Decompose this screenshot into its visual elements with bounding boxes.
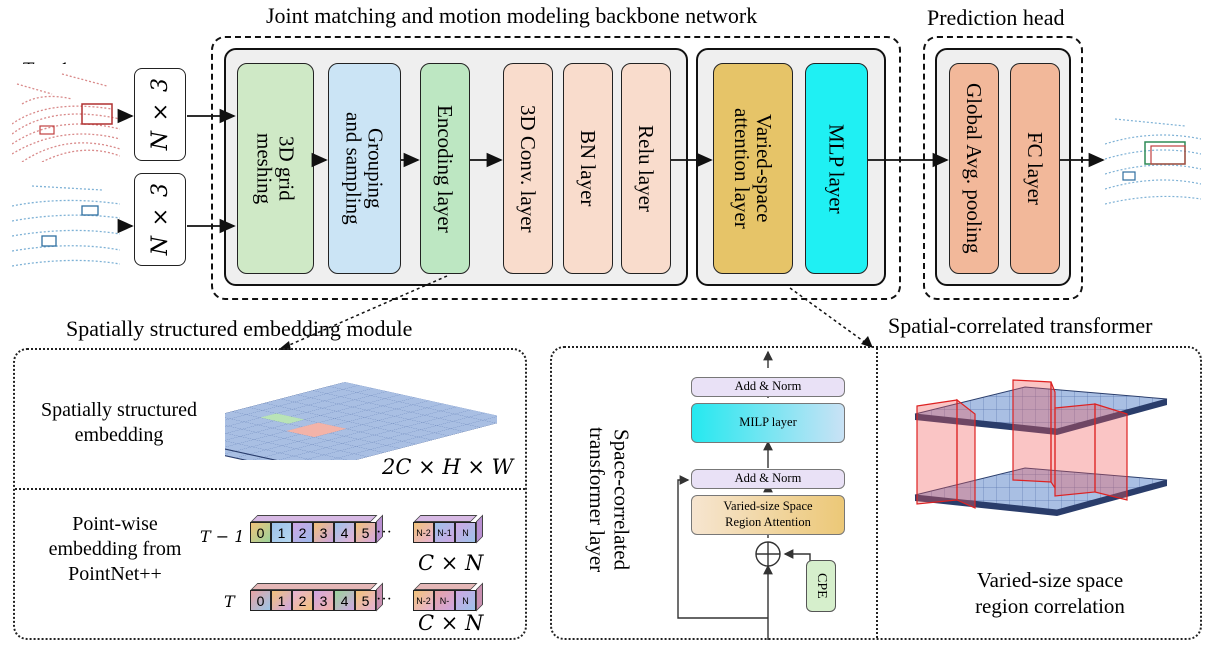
tail-top-face (413, 583, 478, 590)
tail-cube-2: N (455, 590, 476, 611)
row-prev-label: T − 1 (200, 527, 245, 546)
cube-0: 0 (250, 590, 271, 611)
ssem-embedding-dim: 2C × H × W (382, 455, 514, 479)
cube-5: 5 (355, 590, 376, 611)
cube-5: 5 (355, 522, 376, 543)
backbone-title: Joint matching and motion modeling backb… (266, 3, 758, 28)
ssem-pointwise-label: Point-wise embedding from PointNet++ (48, 513, 182, 585)
grouping-sampling-block: Grouping and sampling (328, 63, 401, 274)
embedding-grid-stack (225, 382, 497, 460)
input-shape-cur: N × 3 (134, 173, 186, 266)
mlp-layer-block: MLP layer (805, 63, 868, 274)
cube-1: 1 (271, 522, 292, 543)
input-shape-prev: N × 3 (134, 68, 186, 161)
cube-1: 1 (271, 590, 292, 611)
encoding-layer-block: Encoding layer (420, 63, 470, 274)
point-cloud-prev-image (12, 64, 120, 162)
point-cloud-cur-image (12, 176, 120, 276)
fc-layer-block: FC layer (1010, 63, 1060, 274)
cpe-block: CPE (806, 560, 836, 612)
prediction-output-image (1105, 104, 1201, 210)
cube-3: 3 (313, 590, 334, 611)
sct-layer-label: Space-correlated transformer layer (585, 427, 634, 573)
grid-meshing-block: 3D grid meshing (237, 63, 314, 274)
ellipsis-cur: ··· (376, 591, 392, 608)
conv-layer-block: 3D Conv. layer (503, 63, 553, 274)
tail-cube-0: N-2 (413, 522, 434, 543)
tail-top-face (413, 515, 478, 522)
tail-cube-0: N-2 (413, 590, 434, 611)
tail-cube-2: N (455, 522, 476, 543)
sct-title: Spatial-correlated transformer (888, 313, 1153, 338)
ssem-container (13, 348, 527, 640)
cube-4: 4 (334, 522, 355, 543)
global-avg-pooling-block: Global Avg. pooling (949, 63, 999, 274)
ellipsis-prev: ··· (376, 524, 392, 541)
tail-cube-1: N- (434, 590, 455, 611)
cube-0: 0 (250, 522, 271, 543)
region-attention-layer: Varied-size Space Region Attention (691, 495, 845, 535)
region-correlation-grid (914, 379, 1168, 516)
cube-row-top-face (250, 515, 378, 522)
ssem-title: Spatially structured embedding module (66, 316, 413, 341)
ssem-divider (15, 488, 525, 490)
head-container (923, 36, 1083, 300)
sct-divider (876, 348, 878, 638)
region-correlation-label: Varied-size space region correlation (975, 568, 1125, 619)
prediction-head-title: Prediction head (927, 5, 1065, 30)
cube-2: 2 (292, 522, 313, 543)
attention-layer-block: Varied-space attention layer (713, 63, 793, 274)
cube-3: 3 (313, 522, 334, 543)
backbone-container (211, 36, 901, 300)
sct-container (550, 346, 1202, 640)
add-norm-bottom: Add & Norm (691, 469, 845, 489)
bn-layer-block: BN layer (563, 63, 613, 274)
cube-2: 2 (292, 590, 313, 611)
row-cur-label: T (224, 592, 235, 611)
tail-cube-1: N-1 (434, 522, 455, 543)
dim-cur: C × N (418, 611, 484, 635)
dim-prev: C × N (418, 551, 484, 575)
add-norm-top: Add & Norm (691, 377, 845, 397)
relu-layer-block: Relu layer (621, 63, 671, 274)
milp-layer: MILP layer (691, 403, 845, 443)
ssem-embedding-label: Spatially structured embedding (40, 399, 198, 446)
cube-row-top-face (250, 583, 378, 590)
cube-4: 4 (334, 590, 355, 611)
